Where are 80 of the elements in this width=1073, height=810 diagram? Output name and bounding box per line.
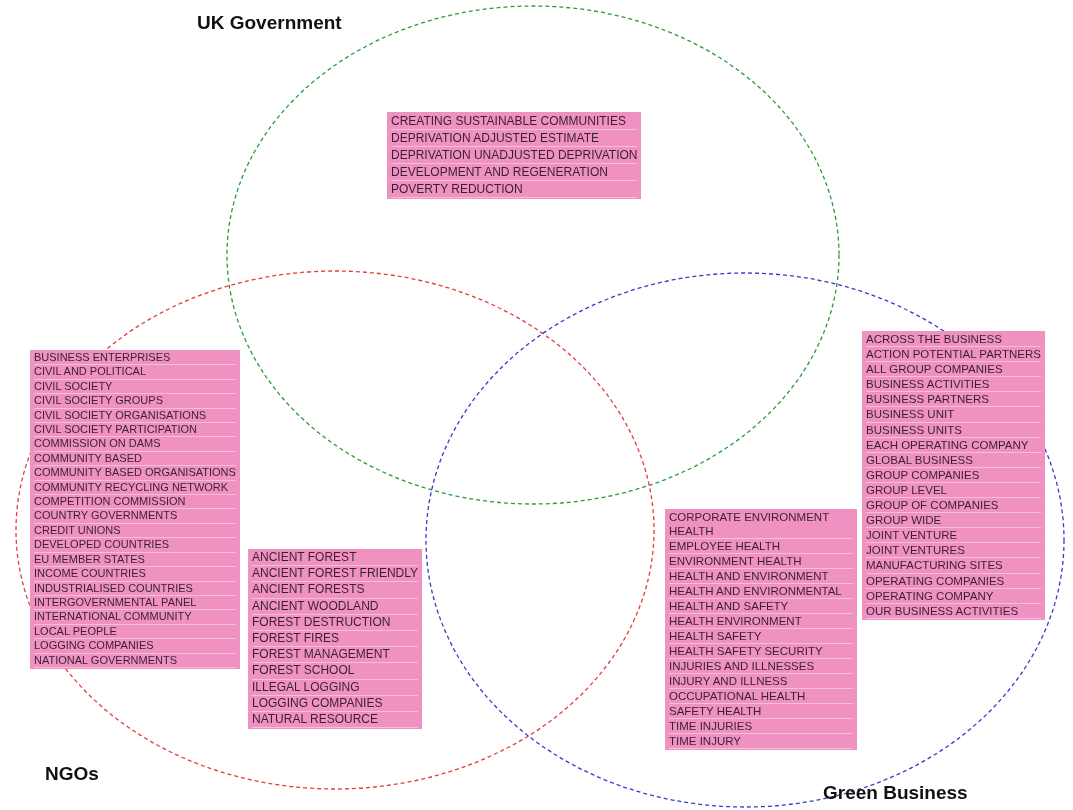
term-list-item: NATURAL RESOURCE	[252, 712, 419, 729]
term-list-item: NATIONAL GOVERNMENTS	[34, 653, 236, 668]
term-list-item: FOREST MANAGEMENT	[252, 647, 419, 664]
term-list-item: BUSINESS PARTNERS	[866, 392, 1041, 408]
term-list-item: INJURY AND ILLNESS	[669, 674, 853, 689]
term-list-item: INTERNATIONAL COMMUNITY	[34, 610, 236, 625]
term-list-item: JOINT VENTURE	[866, 528, 1041, 544]
term-list-item: COMPETITION COMMISSION	[34, 495, 236, 510]
term-list-item: GROUP COMPANIES	[866, 467, 1041, 483]
term-list-panel	[862, 331, 1045, 620]
term-list-panel	[30, 350, 240, 669]
term-list-item: BUSINESS ACTIVITIES	[866, 377, 1041, 393]
term-list-item: ALL GROUP COMPANIES	[866, 362, 1041, 378]
term-list-item: INTERGOVERNMENTAL PANEL	[34, 595, 236, 611]
set-title: UK Government	[197, 12, 342, 34]
term-list-item: CIVIL SOCIETY GROUPS	[34, 394, 236, 409]
term-list-item: INDUSTRIALISED COUNTRIES	[34, 581, 236, 596]
term-list-item: DEVELOPMENT AND REGENERATION	[391, 164, 638, 181]
term-list-item: TIME INJURY	[669, 734, 853, 749]
term-list-item: CORPORATE ENVIRONMENT HEALTH	[669, 510, 853, 539]
term-list-item: OUR BUSINESS ACTIVITIES	[866, 603, 1041, 619]
term-list-item: CREATING SUSTAINABLE COMMUNITIES	[391, 113, 638, 130]
term-list-item: HEALTH SAFETY SECURITY	[669, 644, 853, 659]
term-list-item: OPERATING COMPANIES	[866, 573, 1041, 589]
set-title: NGOs	[45, 763, 99, 785]
term-list-item: BUSINESS ENTERPRISES	[34, 351, 236, 366]
term-list-item: DEPRIVATION ADJUSTED ESTIMATE	[391, 130, 638, 147]
term-list-item: ANCIENT FOREST FRIENDLY	[252, 566, 419, 583]
term-list-item: DEVELOPED COUNTRIES	[34, 538, 236, 553]
term-list-item: ANCIENT FOREST	[252, 550, 419, 567]
term-list-item: CREDIT UNIONS	[34, 523, 236, 539]
term-list-panel	[387, 112, 642, 199]
term-list-item: COMMUNITY BASED	[34, 451, 236, 467]
term-list-item: BUSINESS UNITS	[866, 422, 1041, 438]
term-list-item: HEALTH ENVIRONMENT	[669, 614, 853, 629]
term-list-item: FOREST FIRES	[252, 631, 419, 648]
term-list-item: OCCUPATIONAL HEALTH	[669, 689, 853, 704]
set-title: Green Business	[823, 782, 968, 804]
term-list-item: TIME INJURIES	[669, 719, 853, 734]
term-list-item: GLOBAL BUSINESS	[866, 452, 1041, 468]
term-list-item: MANUFACTURING SITES	[866, 558, 1041, 574]
term-list-item: LOCAL PEOPLE	[34, 624, 236, 640]
term-list-item: GROUP OF COMPANIES	[866, 498, 1041, 514]
term-list-item: CIVIL SOCIETY PARTICIPATION	[34, 423, 236, 438]
term-list-item: INJURIES AND ILLNESSES	[669, 659, 853, 674]
term-list-item: HEALTH AND ENVIRONMENTAL	[669, 584, 853, 599]
term-list-item: GROUP WIDE	[866, 513, 1041, 529]
term-list-item: OPERATING COMPANY	[866, 588, 1041, 604]
term-list-item: CIVIL SOCIETY ORGANISATIONS	[34, 408, 236, 424]
term-list-item: INCOME COUNTRIES	[34, 567, 236, 582]
term-list-item: ACROSS THE BUSINESS	[866, 332, 1041, 348]
term-list-item: SAFETY HEALTH	[669, 704, 853, 719]
term-list-item: HEALTH AND ENVIRONMENT	[669, 569, 853, 584]
term-list-item: LOGGING COMPANIES	[34, 639, 236, 654]
term-list-item: ANCIENT FORESTS	[252, 582, 419, 599]
term-list-item: EMPLOYEE HEALTH	[669, 539, 853, 554]
term-list-item: HEALTH AND SAFETY	[669, 599, 853, 614]
term-list-item: GROUP LEVEL	[866, 482, 1041, 499]
term-list-item: DEPRIVATION UNADJUSTED DEPRIVATION	[391, 147, 638, 164]
term-list-item: COMMUNITY BASED ORGANISATIONS	[34, 466, 236, 481]
term-list-item: ENVIRONMENT HEALTH	[669, 554, 853, 569]
term-list-item: EACH OPERATING COMPANY	[866, 437, 1041, 453]
term-list-item: CIVIL SOCIETY	[34, 379, 236, 395]
term-list-panel	[248, 549, 423, 730]
term-list-item: EU MEMBER STATES	[34, 552, 236, 568]
term-list-item: FOREST DESTRUCTION	[252, 614, 419, 631]
term-list-item: COMMUNITY RECYCLING NETWORK	[34, 480, 236, 496]
term-list-panel	[665, 509, 857, 750]
term-list-item: COUNTRY GOVERNMENTS	[34, 509, 236, 524]
term-list-item: ACTION POTENTIAL PARTNERS	[866, 347, 1041, 363]
term-list-item: ILLEGAL LOGGING	[252, 679, 419, 696]
term-list-item: CIVIL AND POLITICAL	[34, 365, 236, 380]
term-list-item: COMMISSION ON DAMS	[34, 437, 236, 452]
term-list-item: JOINT VENTURES	[866, 543, 1041, 559]
term-list-item: FOREST SCHOOL	[252, 663, 419, 680]
term-list-item: HEALTH SAFETY	[669, 629, 853, 644]
term-list-item: BUSINESS UNIT	[866, 407, 1041, 423]
term-list-item: POVERTY REDUCTION	[391, 181, 638, 198]
term-list-item: LOGGING COMPANIES	[252, 695, 419, 713]
term-list-item: ANCIENT WOODLAND	[252, 598, 419, 615]
